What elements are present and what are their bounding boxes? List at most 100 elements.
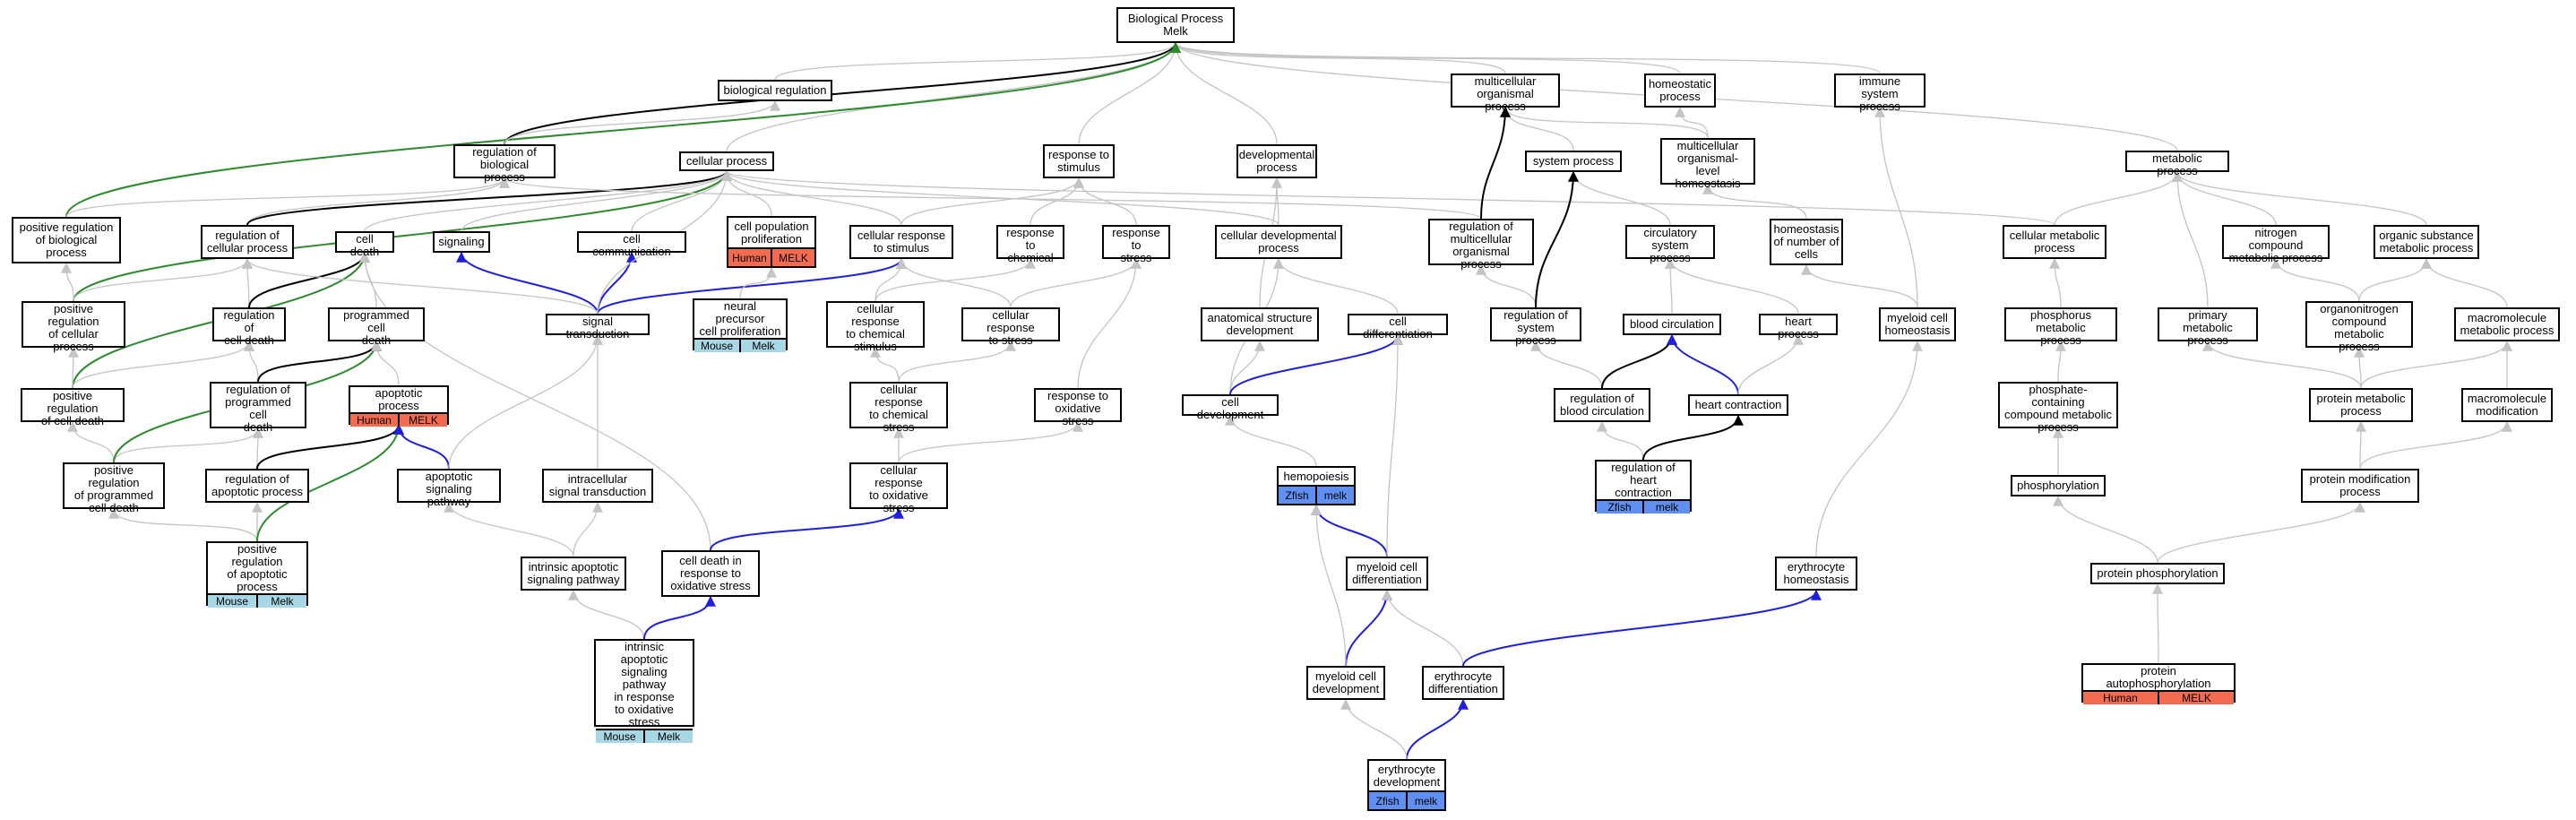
node-cellular-metabolic-process[interactable]: cellular metabolic process [2003,225,2106,259]
node-label: heart contraction [1694,398,1782,411]
node-cellular-process[interactable]: cellular process [679,151,774,171]
node-signaling[interactable]: signaling [433,231,490,253]
node-response-to-stress[interactable]: response to stress [1102,225,1170,264]
node-homeostasis-of-number-of-cells[interactable]: homeostasis of number of cells [1770,219,1843,265]
node-label: protein metabolic process [2316,392,2406,418]
node-phosphorus-metabolic-process[interactable]: phosphorus metabolic process [2004,307,2117,347]
node-positive-regulation-of-biological-process[interactable]: positive regulation of biological proces… [12,217,121,263]
node-heart-contraction[interactable]: heart contraction [1688,394,1788,416]
node-positive-regulation-of-cellular-process[interactable]: positive regulation of cellular process [22,301,125,353]
node-cellular-response-to-stimulus[interactable]: cellular response to stimulus [849,225,953,259]
node-circulatory-system-process[interactable]: circulatory system process [1625,225,1715,264]
node-heart-process[interactable]: heart process [1759,314,1838,341]
node-regulation-of-cellular-process[interactable]: regulation of cellular process [201,225,294,259]
species-tag-human: MELK [398,414,447,427]
node-developmental-process[interactable]: developmental process [1236,144,1317,178]
node-regulation-of-biological-process[interactable]: regulation of biological process [453,144,556,184]
node-positive-regulation-of-cell-death[interactable]: positive regulation of cell death [21,388,125,427]
edge-is-a [1801,263,1918,308]
node-positive-regulation-of-apoptotic-process[interactable]: positive regulation of apoptotic process… [206,541,308,608]
node-regulation-of-apoptotic-process[interactable]: regulation of apoptotic process [205,469,309,503]
node-cellular-response-to-stress[interactable]: cellular response to stress [961,307,1060,347]
node-protein-phosphorylation[interactable]: protein phosphorylation [2090,563,2225,584]
node-biological-regulation[interactable]: biological regulation [718,80,832,101]
edge-part-of [1311,504,1388,557]
node-label: regulation of system process [1503,308,1568,347]
node-programmed-cell-death[interactable]: programmed cell death [328,307,425,347]
edge-is-a [2157,501,2365,564]
node-regulation-of-multicellular-organismal-process[interactable]: regulation of multicellular organismal p… [1428,219,1534,271]
node-cell-differentiation[interactable]: cell differentiation [1348,314,1448,341]
node-cell-communication[interactable]: cell communication [577,231,686,258]
node-response-to-chemical[interactable]: response to chemical [996,225,1064,264]
node-metabolic-process[interactable]: metabolic process [2125,151,2229,177]
node-regulation-of-cell-death[interactable]: regulation of cell death [212,307,286,347]
node-immune-system-process[interactable]: immune system process [1834,73,1926,113]
edge-is-a [2053,495,2158,564]
node-label: cellular response to chemical stress [869,383,928,434]
node-myeloid-cell-differentiation[interactable]: myeloid cell differentiation [1346,557,1428,591]
node-cellular-response-to-chemical-stimulus[interactable]: cellular response to chemical stimulus [826,301,925,353]
node-homeostatic-process[interactable]: homeostatic process [1644,73,1716,108]
node-organonitrogen-compound-metabolic-process[interactable]: organonitrogen compound metabolic proces… [2305,301,2413,353]
node-regulation-of-blood-circulation[interactable]: regulation of blood circulation [1554,388,1650,422]
node-response-to-oxidative-stress[interactable]: response to oxidative stress [1034,388,1122,427]
node-anatomical-structure-development[interactable]: anatomical structure development [1201,307,1319,341]
node-positive-regulation-of-programmed-cell-death[interactable]: positive regulation of programmed cell d… [63,462,165,514]
node-protein-modification-process[interactable]: protein modification process [2301,469,2419,503]
node-erythrocyte-homeostasis[interactable]: erythrocyte homeostasis [1775,557,1857,591]
edge-is-a [1170,41,1881,74]
node-regulation-of-programmed-cell-death[interactable]: regulation of programmed cell death [210,382,306,434]
node-label: regulation of apoptotic process [211,472,303,498]
node-cell-development[interactable]: cell development [1182,394,1279,421]
edge-positively-regulates [65,41,1181,218]
node-cellular-response-to-oxidative-stress[interactable]: cellular response to oxidative stress [849,462,948,514]
node-myeloid-cell-homeostasis[interactable]: myeloid cell homeostasis [1879,307,1956,341]
node-primary-metabolic-process[interactable]: primary metabolic process [2158,307,2258,347]
node-signal-transduction[interactable]: signal transduction [546,314,650,341]
node-label: response to oxidative stress [1047,389,1108,427]
edge-is-a [870,346,900,383]
node-phosphate-containing-compound-metabolic-process[interactable]: phosphate-containing compound metabolic … [1998,382,2118,434]
node-erythrocyte-differentiation[interactable]: erythrocyte differentiation [1422,666,1504,700]
node-root[interactable]: Biological Process Melk [1116,7,1235,43]
node-intracellular-signal-transduction[interactable]: intracellular signal transduction [542,469,653,503]
edge-regulates [1642,414,1744,461]
node-regulation-of-system-process[interactable]: regulation of system process [1490,307,1581,347]
node-blood-circulation[interactable]: blood circulation [1623,314,1721,335]
node-intrinsic-apoptotic-signaling-pathway[interactable]: intrinsic apoptotic signaling pathway [521,557,626,591]
edge-is-a [72,340,254,389]
node-response-to-stimulus[interactable]: response to stimulus [1043,144,1115,178]
node-multicellular-organismal-level-homeostasis[interactable]: multicellular organismal-level homeostas… [1660,138,1755,190]
edge-regulates [256,423,404,470]
node-apoptotic-signaling-pathway[interactable]: apoptotic signaling pathway [397,469,501,508]
node-nitrogen-compound-metabolic-process[interactable]: nitrogen compound metabolic process [2222,225,2330,264]
edge-is-a [1597,420,1644,461]
node-organic-substance-metabolic-process[interactable]: organic substance metabolic process [2374,225,2479,259]
species-tag-human: Human [2083,692,2158,704]
edge-is-a [1311,504,1347,667]
node-myeloid-cell-development[interactable]: myeloid cell development [1306,666,1385,700]
node-cellular-developmental-process[interactable]: cellular developmental process [1215,225,1342,259]
node-cellular-response-to-chemical-stress[interactable]: cellular response to chemical stress [849,382,948,434]
node-macromolecule-modification[interactable]: macromolecule modification [2461,388,2553,422]
node-system-process[interactable]: system process [1525,151,1622,172]
node-intrinsic-apoptotic-signaling-pathway-in-response-to-oxidative-stress[interactable]: intrinsic apoptotic signaling pathway in… [594,639,694,743]
node-multicellular-organismal-process[interactable]: multicellular organismal process [1451,73,1560,113]
node-label: anatomical structure development [1207,311,1313,337]
node-phosphorylation[interactable]: phosphorylation [2011,475,2106,496]
node-label: nitrogen compound metabolic process [2228,226,2323,264]
node-protein-metabolic-process[interactable]: protein metabolic process [2309,388,2413,422]
node-cell-death-in-response-to-oxidative-stress[interactable]: cell death in response to oxidative stre… [661,550,760,597]
node-macromolecule-metabolic-process[interactable]: macromolecule metabolic process [2454,307,2560,341]
species-tag-zfish: Zfish [1369,792,1406,809]
node-cell-death[interactable]: cell death [335,231,394,258]
